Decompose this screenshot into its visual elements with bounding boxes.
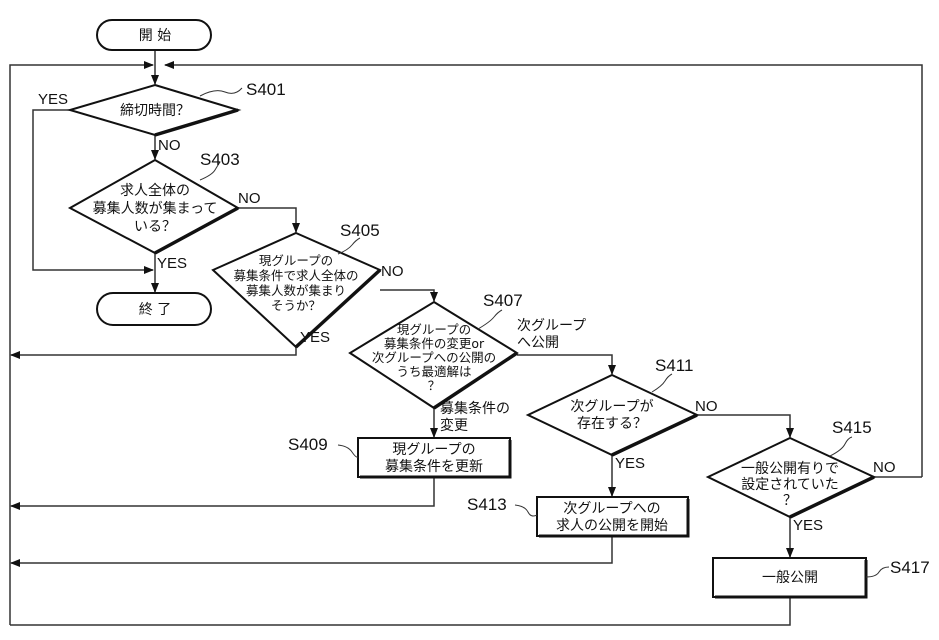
start-label: 開 始	[139, 28, 171, 44]
s405-text-line4: そうか？	[271, 298, 321, 313]
s403-no-label: NO	[238, 190, 261, 207]
s413-text-line1: 次グループへの	[563, 501, 660, 517]
s403-yes-label: YES	[157, 255, 187, 272]
step-labels: S401 S403 S405 S407 S411 S415 S409 S413 …	[199, 80, 930, 578]
decision-s403: 求人全体の 募集人数が集まって いる？	[67, 158, 241, 255]
decision-s401: 締切時間？	[66, 83, 242, 137]
s407-text-line1: 現グループの	[397, 322, 471, 337]
s413-return-line	[10, 536, 613, 567]
s405-yes-line	[10, 347, 297, 359]
s409-text-line1: 現グループの	[392, 442, 475, 458]
s411-no-line	[697, 414, 794, 438]
decision-s405: 現グループの 募集条件で求人全体の 募集人数が集まり そうか？	[211, 231, 382, 349]
s407-text-line5: ？	[428, 378, 441, 393]
s407-right-label-line1: 次グループ	[517, 318, 586, 334]
s411-text-line2: 存在する？	[577, 416, 647, 432]
s405-text-line1: 現グループの	[259, 253, 333, 268]
process-s413: 次グループへの 求人の公開を開始	[536, 496, 690, 538]
s415-yes-label: YES	[793, 517, 823, 534]
s407-down-label-line1: 募集条件の	[440, 400, 510, 417]
loop-left-line	[9, 64, 145, 625]
connectors	[9, 50, 923, 626]
step-s415: S415	[832, 418, 872, 437]
s407-text-line2: 募集条件の変更or	[384, 336, 485, 351]
s407-down-label-line2: 変更	[440, 417, 468, 434]
s401-yes-line	[32, 109, 154, 274]
step-s411: S411	[655, 356, 693, 375]
s415-text-line2: 設定されていた	[741, 477, 839, 493]
decision-s407: 現グループの 募集条件の変更or 次グループへの公開の うち最適解は ？	[348, 300, 519, 410]
step-s409: S409	[288, 435, 328, 454]
s409-return-line	[10, 477, 435, 510]
s405-no-label: NO	[381, 263, 404, 280]
s403-text-line2: 募集人数が集まって	[93, 200, 218, 217]
step-s405: S405	[340, 221, 380, 240]
end-terminal: 終 了	[96, 292, 212, 326]
s407-right-line	[517, 354, 616, 375]
s405-no-line	[380, 289, 438, 302]
s403-text-line3: いる？	[134, 219, 176, 235]
step-s403: S403	[200, 150, 240, 169]
step-s417: S417	[890, 558, 930, 577]
s411-text-line1: 次グループが	[570, 399, 653, 415]
s417-text: 一般公開	[762, 570, 818, 586]
process-s409: 現グループの 募集条件を更新	[357, 437, 512, 479]
s401-yes-label: YES	[38, 91, 68, 108]
s409-text-line2: 募集条件を更新	[385, 458, 483, 475]
loop-top-right-line	[164, 61, 923, 477]
s407-text-line4: うち最適解は	[396, 364, 471, 379]
s405-yes-label: YES	[300, 329, 330, 346]
s401-text: 締切時間？	[120, 102, 190, 119]
s413-text-line2: 求人の公開を開始	[556, 518, 668, 534]
process-s417: 一般公開	[712, 557, 868, 599]
s411-no-label: NO	[695, 398, 718, 415]
end-label: 終 了	[139, 302, 171, 318]
s407-text-line3: 次グループへの公開の	[372, 350, 496, 365]
s411-yes-label: YES	[615, 455, 645, 472]
s401-no-label: NO	[158, 137, 181, 154]
decision-s415: 一般公開有りで 設定されていた ？	[705, 436, 877, 519]
s403-text-line1: 求人全体の	[120, 182, 190, 199]
step-s413: S413	[467, 495, 507, 514]
step-s407: S407	[483, 291, 523, 310]
start-terminal: 開 始	[96, 19, 212, 51]
s405-text-line2: 募集条件で求人全体の	[233, 268, 358, 283]
step-s401: S401	[246, 80, 286, 99]
s415-text-line3: ？	[783, 493, 797, 509]
decision-s411: 次グループが 存在する？	[525, 373, 700, 457]
s417-return-line	[10, 597, 791, 626]
s415-no-label: NO	[873, 459, 896, 476]
s405-text-line3: 募集人数が集まり	[246, 283, 346, 298]
s415-text-line1: 一般公開有りで	[741, 461, 839, 477]
branch-labels: YES NO NO YES NO YES 次グループ へ公開 募集条件の 変更 …	[38, 91, 896, 534]
s407-right-label-line2: へ公開	[517, 335, 559, 351]
s403-no-line	[238, 207, 300, 233]
